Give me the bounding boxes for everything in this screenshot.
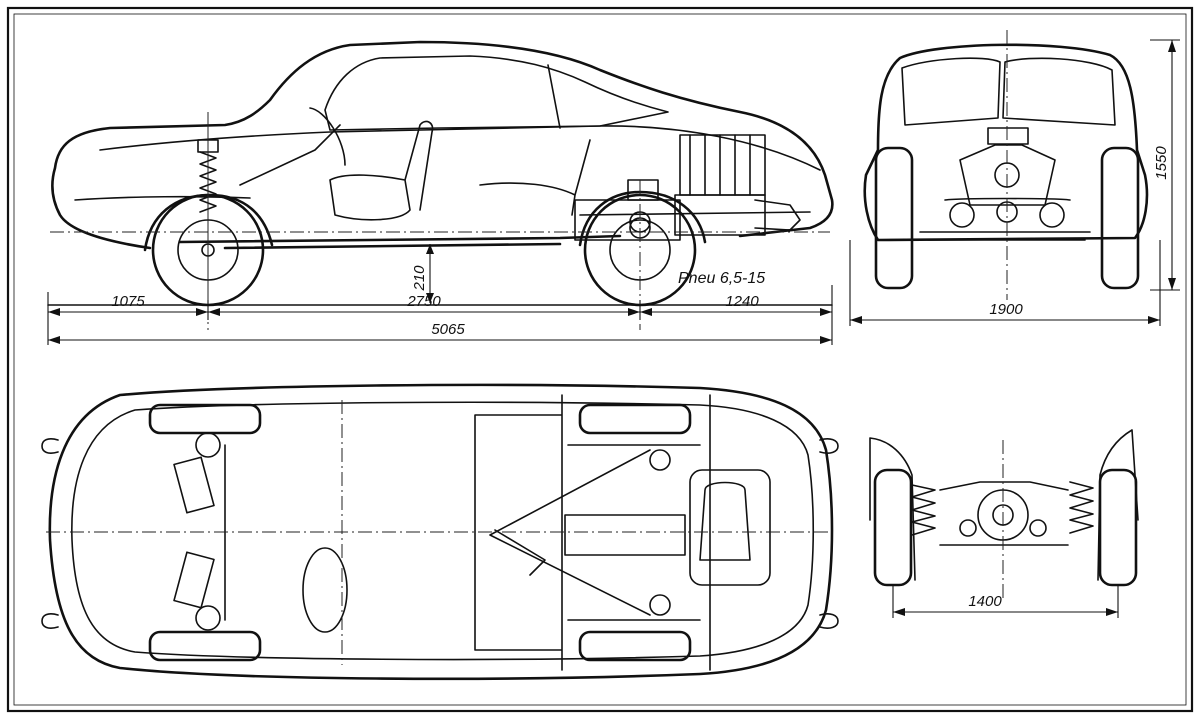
side-window-pillar xyxy=(547,64,561,129)
tire-size-label: Pneu 6,5-15 xyxy=(678,270,765,287)
front-windshield xyxy=(901,57,1116,126)
front-height-label: 1550 xyxy=(1153,146,1170,180)
steering-column xyxy=(239,107,346,186)
chassis-rail xyxy=(178,234,622,250)
front-engine xyxy=(919,127,1091,241)
top-rear-left-tire xyxy=(578,403,692,435)
front-height-dimension xyxy=(1150,39,1180,291)
top-engine xyxy=(564,444,771,621)
front-width-label: 1900 xyxy=(989,301,1023,318)
front-body-outline xyxy=(863,43,1149,242)
front-view: 1550 1900 xyxy=(849,30,1180,326)
rear-right-tire xyxy=(1098,468,1138,587)
side-body-outline xyxy=(50,40,834,250)
side-window-outline xyxy=(324,55,669,131)
top-steering-wheel xyxy=(302,547,348,633)
rear-seat xyxy=(479,139,591,216)
front-seat xyxy=(329,120,434,221)
front-right-tire xyxy=(1100,146,1140,290)
top-inner-outline xyxy=(71,401,815,661)
top-front-bumper-guards xyxy=(41,438,59,629)
sheet-inner-border xyxy=(13,13,1187,706)
rear-fender-right xyxy=(1097,429,1139,581)
side-view: 210 Pneu 6,5-15 1075 2750 1240 5065 xyxy=(47,40,834,345)
rear-track-label: 1400 xyxy=(968,593,1002,610)
front-overhang-label: 1075 xyxy=(111,293,145,310)
top-view xyxy=(41,383,839,681)
rear-coil-springs xyxy=(911,481,1094,536)
ground-clearance-label: 210 xyxy=(411,265,428,292)
side-belt-line xyxy=(99,125,821,171)
top-rear-bumper-guards xyxy=(819,438,839,629)
rear-suspension-view: 1400 xyxy=(869,429,1139,618)
wheelbase-label: 2750 xyxy=(406,293,441,310)
sheet-border xyxy=(6,6,1194,713)
top-rear-right-tire xyxy=(578,630,692,662)
top-front-left-tire xyxy=(148,403,262,435)
side-length-dimensions xyxy=(47,285,833,345)
overall-length-label: 5065 xyxy=(431,321,465,338)
rear-fender-left xyxy=(869,437,916,581)
ground-clearance-dimension: 210 xyxy=(411,244,434,303)
top-body-outline xyxy=(48,383,834,681)
top-front-right-tire xyxy=(148,630,262,662)
rear-differential xyxy=(939,481,1069,546)
front-left-tire xyxy=(874,146,914,290)
top-diagonal-link xyxy=(489,449,651,616)
front-width-dimension xyxy=(849,240,1161,326)
rear-left-tire xyxy=(873,468,913,587)
rear-overhang-label: 1240 xyxy=(725,293,759,310)
rear-track-dimension xyxy=(892,585,1119,618)
